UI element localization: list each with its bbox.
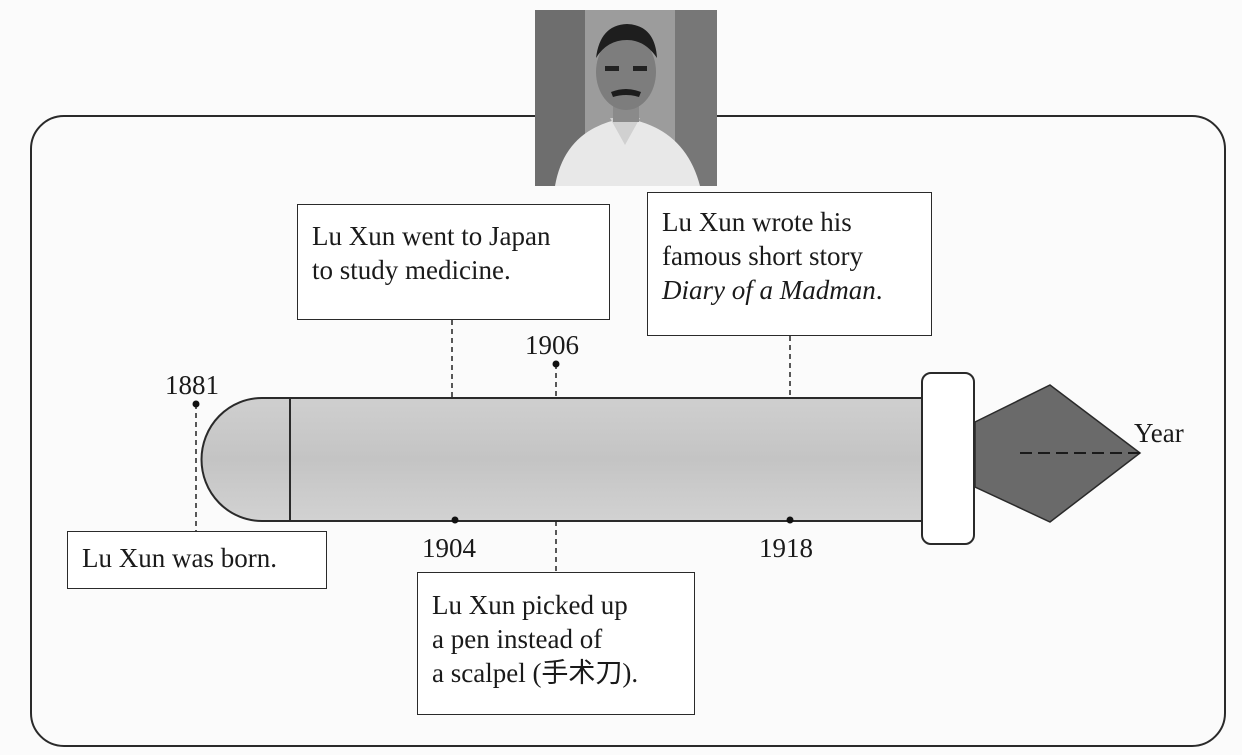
event-diary: Lu Xun wrote his famous short story Diar… — [647, 192, 932, 336]
pencil-ferrule — [921, 372, 975, 545]
event-japan-line2: to study medicine. — [312, 255, 511, 285]
portrait-icon — [535, 10, 717, 186]
event-japan-line1: Lu Xun went to Japan — [312, 221, 551, 251]
lu-xun-portrait — [535, 10, 717, 186]
year-label-1904: 1904 — [422, 533, 476, 563]
event-pen-line3: a scalpel (手术刀). — [432, 658, 639, 688]
event-born-text: Lu Xun was born. — [82, 543, 277, 573]
event-diary-line3: Diary of a Madman. — [662, 273, 917, 307]
dot-1881 — [192, 400, 200, 408]
year-label-1918: 1918 — [759, 533, 813, 563]
event-japan: Lu Xun went to Japan to study medicine. — [297, 204, 610, 320]
event-diary-line1: Lu Xun wrote his — [662, 207, 852, 237]
event-diary-title: Diary of a Madman — [662, 275, 876, 305]
event-pen: Lu Xun picked up a pen instead of a scal… — [417, 572, 695, 715]
pencil-eraser-end — [200, 397, 291, 522]
pencil-body — [289, 397, 926, 522]
event-pen-line2: a pen instead of — [432, 624, 603, 654]
year-label-1906: 1906 — [525, 330, 579, 360]
event-diary-line2: famous short story — [662, 241, 863, 271]
dot-1918 — [786, 516, 794, 524]
event-born: Lu Xun was born. — [67, 531, 327, 589]
year-label-1881: 1881 — [165, 370, 219, 400]
axis-label-year: Year — [1134, 418, 1184, 448]
dot-1904 — [451, 516, 459, 524]
event-diary-suffix: . — [875, 275, 883, 305]
event-pen-line1: Lu Xun picked up — [432, 590, 628, 620]
dot-1906 — [552, 360, 560, 368]
